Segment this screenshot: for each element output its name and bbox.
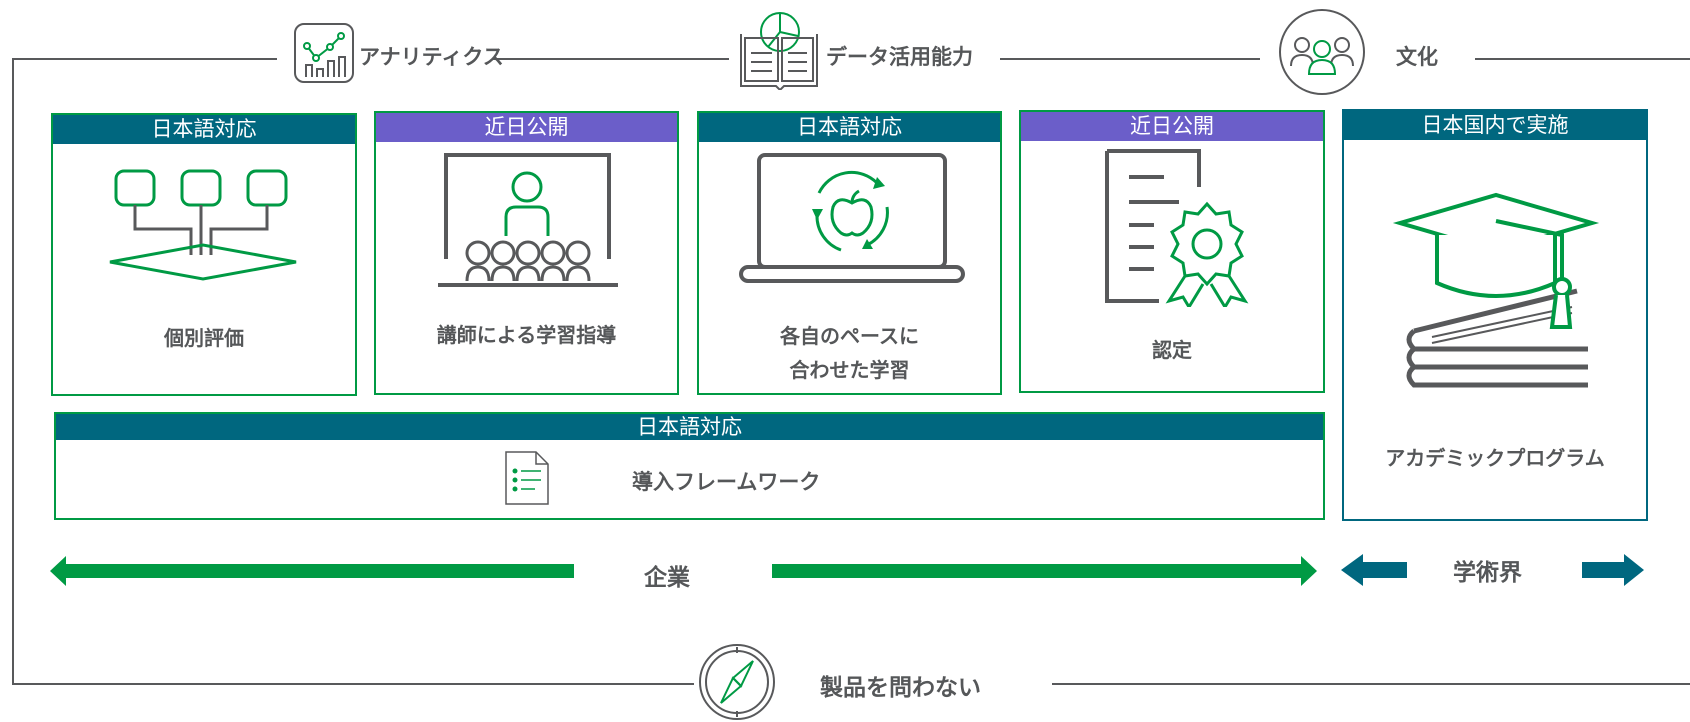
data-literacy-label: データ活用能力 bbox=[826, 45, 973, 69]
frame-top-left-line bbox=[12, 58, 277, 60]
card-title-line: 個別評価 bbox=[164, 326, 244, 350]
graduation-cap-books-icon bbox=[1392, 192, 1600, 388]
card-title: 認定 bbox=[1021, 333, 1323, 367]
card-title-line: 合わせた学習 bbox=[789, 358, 910, 382]
coming-soon-badge: 近日公開 bbox=[1021, 112, 1323, 141]
classroom-icon bbox=[438, 153, 618, 287]
product-agnostic-label: 製品を問わない bbox=[820, 675, 981, 701]
enterprise-arrow-left bbox=[50, 556, 574, 586]
academia-label: 学術界 bbox=[1453, 560, 1522, 586]
card-title-line: アカデミックプログラム bbox=[1385, 446, 1605, 470]
analytics-label: アナリティクス bbox=[359, 45, 504, 69]
data-book-icon bbox=[738, 8, 820, 92]
japan-badge: 日本国内で実施 bbox=[1344, 111, 1646, 140]
compass-icon bbox=[699, 644, 775, 720]
laptop-apple-icon bbox=[739, 153, 965, 283]
framework-title: 導入フレームワーク bbox=[632, 470, 821, 494]
card-title: アカデミックプログラム bbox=[1344, 441, 1646, 475]
card-title-line: 各自のペースに bbox=[780, 324, 919, 348]
frame-bottom-left-line bbox=[12, 683, 694, 685]
card-title: 個別評価 bbox=[53, 321, 355, 355]
language-badge: 日本語対応 bbox=[699, 113, 1000, 142]
frame-top-mid2-line bbox=[1000, 58, 1260, 60]
card-individual-assessment: 日本語対応 個別評価 bbox=[51, 113, 357, 396]
card-title-line: 講師による学習指導 bbox=[436, 323, 617, 347]
people-icon bbox=[1278, 8, 1366, 96]
framework-bar: 日本語対応 導入フレームワーク bbox=[54, 412, 1325, 520]
assessment-platform-icon bbox=[109, 169, 297, 281]
enterprise-arrow-right bbox=[772, 556, 1317, 586]
checklist-doc-icon bbox=[505, 451, 549, 505]
card-self-paced: 日本語対応 各自のペースに 合わせた学習 bbox=[697, 111, 1002, 395]
frame-left-line bbox=[12, 58, 14, 684]
analytics-chart-icon bbox=[292, 21, 356, 85]
enterprise-label: 企業 bbox=[644, 565, 690, 591]
language-badge: 日本語対応 bbox=[56, 414, 1323, 440]
coming-soon-badge: 近日公開 bbox=[376, 113, 677, 142]
certificate-icon bbox=[1105, 149, 1249, 307]
card-instructor-led: 近日公開 講師による学習指導 bbox=[374, 111, 679, 395]
card-certification: 近日公開 認定 bbox=[1019, 110, 1325, 393]
frame-bottom-right-line bbox=[1052, 683, 1690, 685]
academia-arrow-right bbox=[1582, 554, 1644, 586]
frame-top-right-line bbox=[1475, 58, 1690, 60]
card-academic-program: 日本国内で実施 アカデミックプログラム bbox=[1342, 109, 1648, 521]
language-badge: 日本語対応 bbox=[53, 115, 355, 144]
card-title: 各自のペースに 合わせた学習 bbox=[699, 319, 1000, 387]
card-title-line: 認定 bbox=[1152, 338, 1192, 362]
frame-top-mid1-line bbox=[493, 58, 729, 60]
card-title: 講師による学習指導 bbox=[376, 318, 677, 352]
culture-label: 文化 bbox=[1396, 45, 1438, 69]
academia-arrow-left bbox=[1341, 554, 1407, 586]
